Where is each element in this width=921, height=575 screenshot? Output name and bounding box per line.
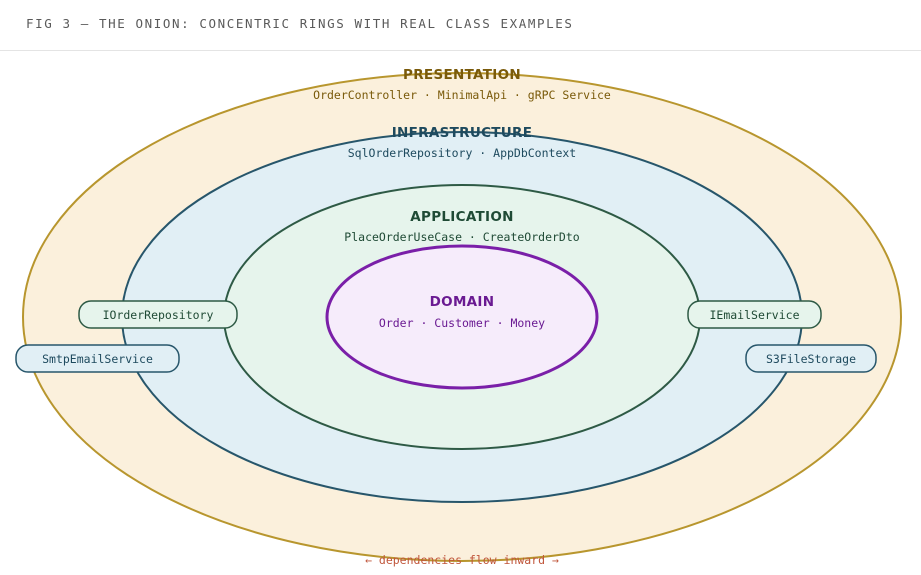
pill-s3-file-storage: S3FileStorage: [745, 344, 877, 373]
domain-title: DOMAIN: [430, 294, 495, 310]
pill-iemail-service-label: IEmailService: [709, 308, 799, 322]
domain-examples: Order · Customer · Money: [379, 316, 545, 330]
figure-title: FIG 3 — THE ONION: CONCENTRIC RINGS WITH…: [26, 16, 574, 31]
dependency-direction-label: ← dependencies flow inward →: [365, 553, 559, 567]
application-examples: PlaceOrderUseCase · CreateOrderDto: [344, 230, 579, 244]
application-title: APPLICATION: [410, 209, 513, 225]
figure-header: FIG 3 — THE ONION: CONCENTRIC RINGS WITH…: [0, 0, 921, 51]
pill-smtp-email-service: SmtpEmailService: [15, 344, 180, 373]
infrastructure-title: INFRASTRUCTURE: [392, 125, 533, 141]
presentation-title: PRESENTATION: [403, 67, 521, 83]
pill-smtp-email-service-label: SmtpEmailService: [42, 352, 153, 366]
pill-iorder-repository-label: IOrderRepository: [103, 308, 214, 322]
infrastructure-examples: SqlOrderRepository · AppDbContext: [348, 146, 576, 160]
pill-iemail-service: IEmailService: [687, 300, 822, 329]
pill-s3-file-storage-label: S3FileStorage: [766, 352, 856, 366]
presentation-examples: OrderController · MinimalApi · gRPC Serv…: [313, 88, 611, 102]
domain-ring: [325, 244, 599, 390]
pill-iorder-repository: IOrderRepository: [78, 300, 238, 329]
